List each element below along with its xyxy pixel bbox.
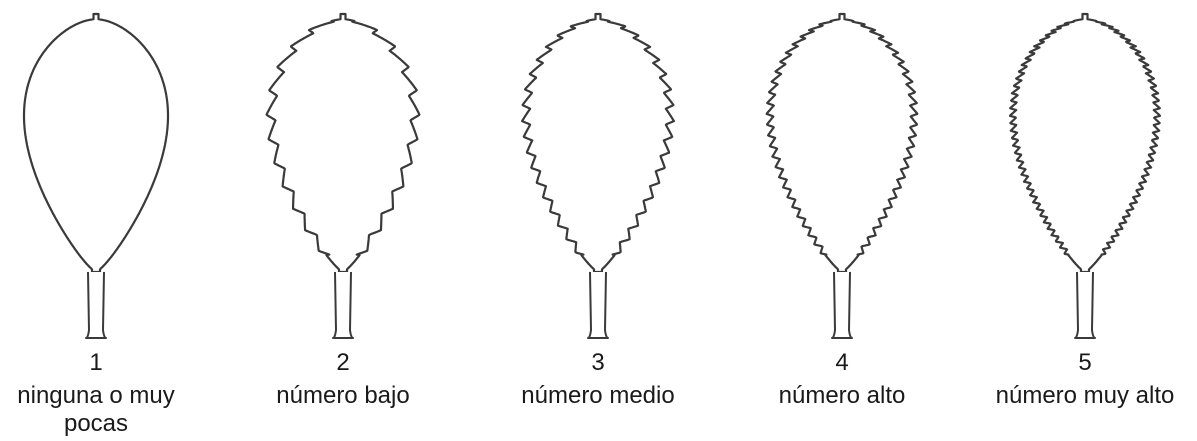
leaf-4-stem [831, 271, 853, 339]
leaf-2-caption: número bajo [276, 382, 410, 409]
leaf-1-stem [85, 271, 107, 339]
leaf-2-blade [265, 12, 421, 274]
leaf-1-caption: ninguna o muy pocas [17, 382, 175, 437]
leaf-figure-4: 4 número alto [732, 0, 952, 441]
leaf-5-blade [1009, 12, 1161, 274]
leaf-figure-2: 2 número bajo [233, 0, 453, 441]
leaf-4-drawing [765, 12, 919, 339]
leaf-2-stem [332, 271, 354, 339]
leaf-3-stem [587, 271, 609, 339]
leaf-3-number: 3 [591, 349, 605, 376]
leaf-figure-5: 5 número muy alto [975, 0, 1195, 441]
leaf-5-stem [1074, 271, 1096, 339]
leaf-1-blade [22, 12, 170, 274]
leaf-3-blade [521, 12, 675, 274]
leaf-3-drawing [521, 12, 675, 339]
leaf-5-number: 5 [1078, 349, 1092, 376]
leaf-4-caption: número alto [778, 382, 906, 409]
leaf-figure-3: 3 número medio [488, 0, 708, 441]
leaf-1-number: 1 [89, 349, 103, 376]
leaf-1-drawing [22, 12, 170, 339]
leaf-5-drawing [1009, 12, 1161, 339]
leaf-2-drawing [265, 12, 421, 339]
leaf-4-number: 4 [835, 349, 849, 376]
leaf-5-caption: número muy alto [995, 382, 1175, 409]
leaf-3-caption: número medio [521, 382, 675, 409]
leaf-4-blade [765, 12, 919, 274]
leaf-2-number: 2 [336, 349, 350, 376]
leaf-figure-1: 1 ninguna o muy pocas [0, 0, 206, 441]
